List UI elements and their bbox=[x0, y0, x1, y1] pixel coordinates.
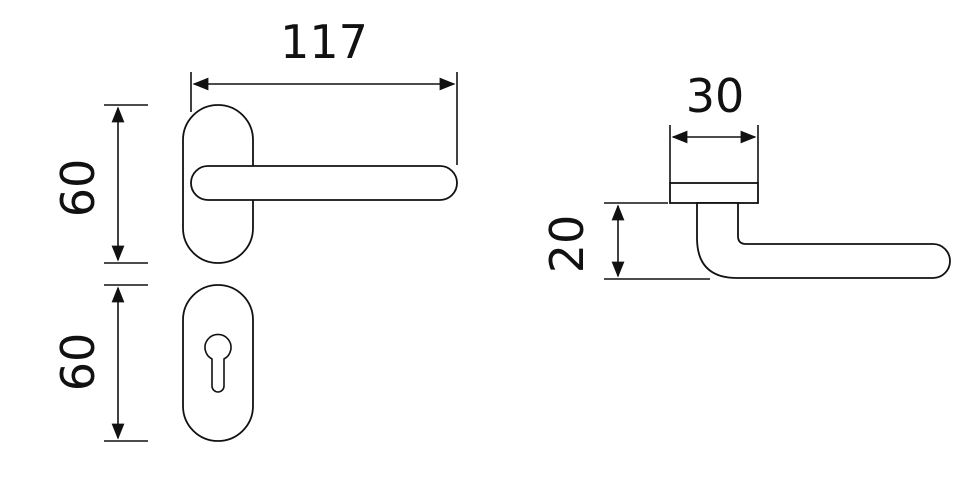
width-dimension-label: 117 bbox=[280, 15, 368, 69]
lower-height-dimension-label: 60 bbox=[51, 333, 105, 392]
keyhole-cutout bbox=[204, 333, 232, 393]
lever-bar-front bbox=[190, 165, 458, 201]
lever-side-profile bbox=[696, 202, 951, 279]
lever-height-dimension-label: 20 bbox=[540, 215, 594, 274]
lower-escutcheon-plate bbox=[182, 284, 254, 442]
upper-height-dimension-label: 60 bbox=[51, 159, 105, 218]
rose-dimension-label: 30 bbox=[686, 69, 745, 123]
rose-side bbox=[669, 182, 759, 204]
